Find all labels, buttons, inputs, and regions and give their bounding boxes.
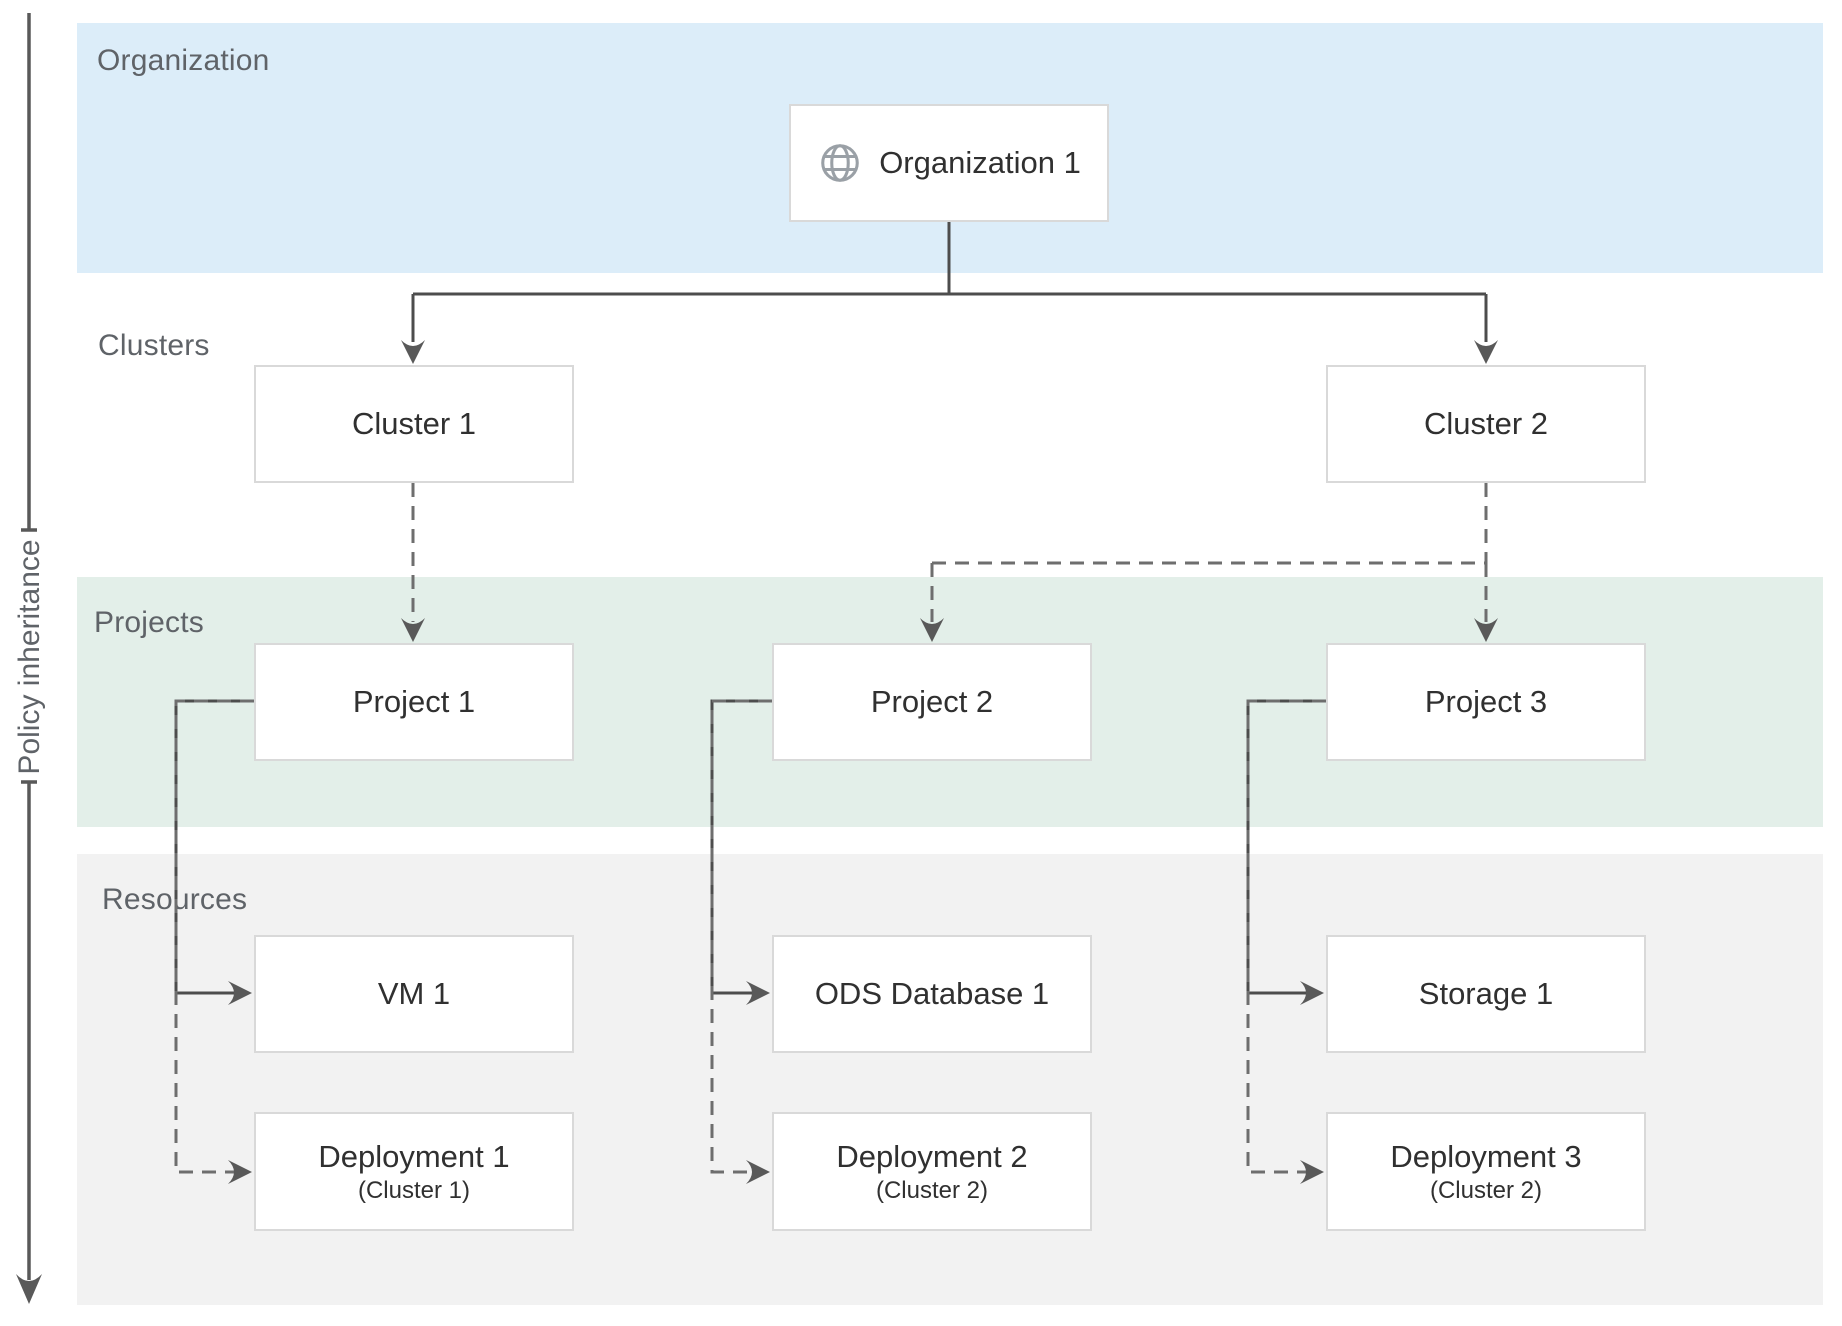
resources-band-label: Resources — [102, 883, 248, 916]
node-label: Cluster 2 — [1423, 406, 1549, 442]
clusters-band-label: Clusters — [98, 329, 210, 362]
node-label: Deployment 2 — [836, 1138, 1028, 1174]
node-storage-1: Storage 1 — [1326, 935, 1646, 1053]
node-sublabel: (Cluster 2) — [1429, 1176, 1543, 1204]
globe-icon — [821, 144, 859, 182]
node-project-1: Project 1 — [254, 643, 574, 761]
policy-inheritance-label: Policy inheritance — [13, 539, 46, 775]
projects-band-label: Projects — [94, 606, 204, 639]
node-label: Project 1 — [352, 684, 476, 720]
node-label: ODS Database 1 — [814, 976, 1050, 1012]
node-deployment-2: Deployment 2 (Cluster 2) — [772, 1112, 1092, 1231]
node-project-3: Project 3 — [1326, 643, 1646, 761]
node-ods-database-1: ODS Database 1 — [772, 935, 1092, 1053]
node-label: Deployment 1 — [318, 1138, 510, 1174]
node-project-2: Project 2 — [772, 643, 1092, 761]
node-label: Project 2 — [870, 684, 994, 720]
node-label: Cluster 1 — [351, 406, 477, 442]
resources-band — [77, 854, 1823, 1305]
node-label: Project 3 — [1424, 684, 1548, 720]
node-sublabel: (Cluster 2) — [875, 1176, 989, 1204]
node-sublabel: (Cluster 1) — [357, 1176, 471, 1204]
node-deployment-3: Deployment 3 (Cluster 2) — [1326, 1112, 1646, 1231]
node-label: VM 1 — [377, 976, 451, 1012]
node-deployment-1: Deployment 1 (Cluster 1) — [254, 1112, 574, 1231]
node-label: Organization 1 — [879, 145, 1081, 181]
node-label: Deployment 3 — [1390, 1138, 1582, 1174]
node-cluster-2: Cluster 2 — [1326, 365, 1646, 483]
node-organization-1: Organization 1 — [789, 104, 1109, 222]
node-label: Storage 1 — [1418, 976, 1554, 1012]
policy-axis-arrowhead-icon — [16, 1274, 42, 1304]
organization-band-label: Organization — [97, 44, 270, 77]
node-cluster-1: Cluster 1 — [254, 365, 574, 483]
node-vm-1: VM 1 — [254, 935, 574, 1053]
